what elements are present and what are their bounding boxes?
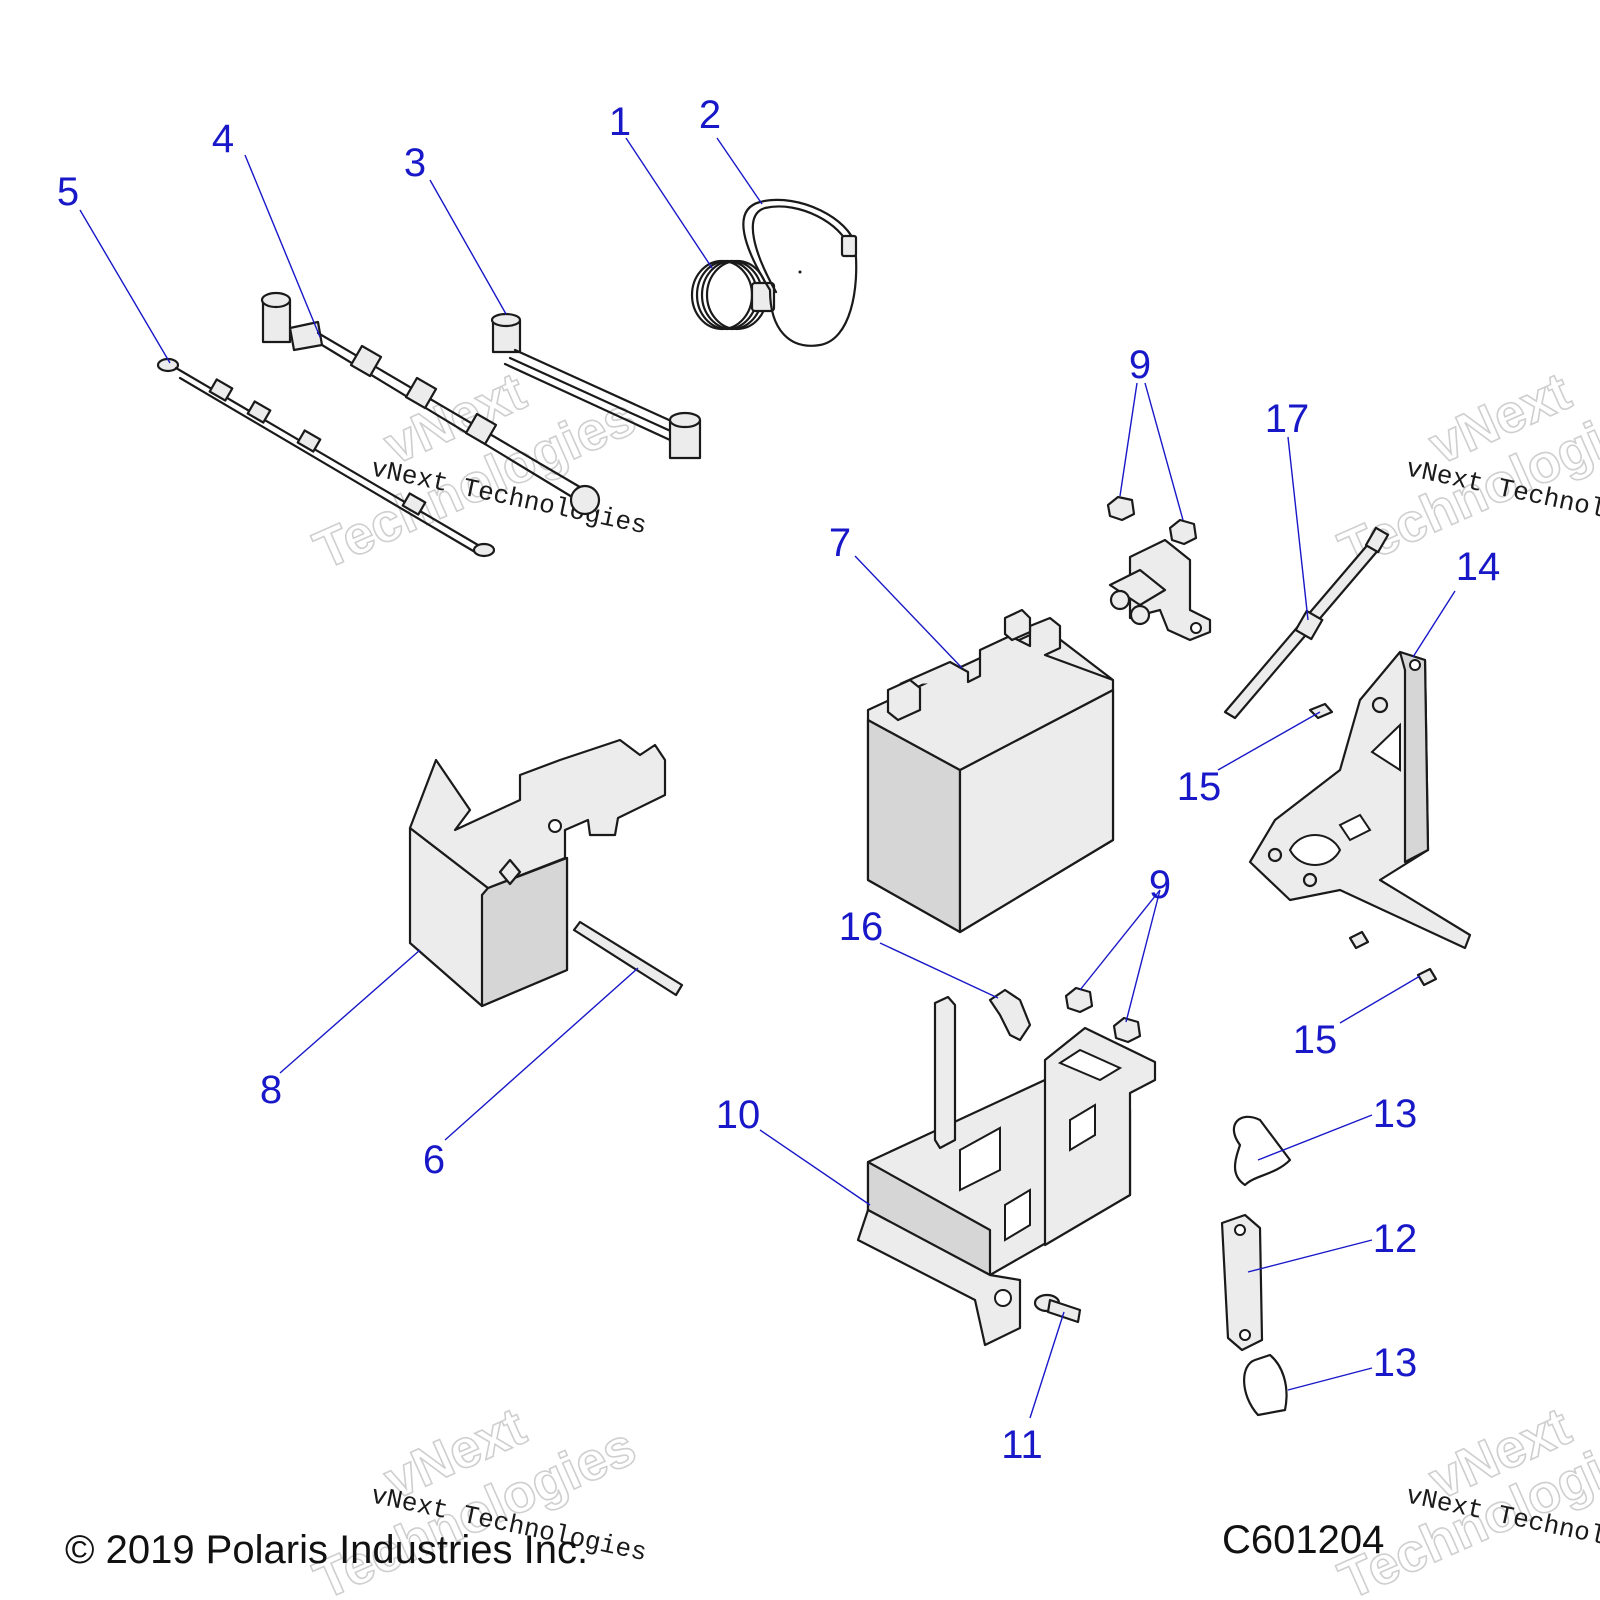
part-9-nuts-lower [1064,986,1142,1044]
part-10-battery-tray [856,995,1157,1347]
diagram-code: C601204 [1222,1518,1384,1562]
callout-labels: 1 2 3 4 5 7 9 17 14 15 9 16 15 8 6 10 13… [57,93,1500,1467]
callout-2: 2 [699,93,721,137]
part-1-cable-tie-bundle [690,259,776,331]
part-14-battery-bracket [1248,650,1472,950]
callout-15-lower: 15 [1293,1018,1338,1062]
part-7-battery [866,608,1115,934]
callout-13-lower: 13 [1373,1341,1418,1385]
part-13-d-ring-upper [1232,1115,1292,1187]
callout-4: 4 [212,117,234,161]
watermark-bottom-right: vNext Technologies vNext Technologies [1330,1396,1600,1600]
callout-9-upper: 9 [1129,343,1151,387]
callout-15-upper: 15 [1177,765,1222,809]
part-6-foam-strip [572,920,684,997]
callout-12: 12 [1373,1217,1418,1261]
part-9-nuts-upper [1106,495,1198,546]
copyright-notice: © 2019 Polaris Industries Inc. [65,1528,588,1572]
part-2-cable-tie-loop [742,198,858,347]
part-15-bolts [1308,702,1438,987]
part-11-bolt [1033,1293,1082,1324]
part-4-battery-cable-positive [260,291,601,516]
callout-13-upper: 13 [1373,1092,1418,1136]
callout-3: 3 [404,141,426,185]
callout-1: 1 [609,100,631,144]
leader-lines [79,137,1456,1419]
part-3-battery-cable-short [490,312,702,460]
callout-10: 10 [716,1093,761,1137]
part-17-cable-tie-strap [1223,526,1390,720]
callout-14: 14 [1456,545,1501,589]
callout-9-lower: 9 [1149,863,1171,907]
callout-17: 17 [1265,397,1310,441]
callout-6: 6 [423,1138,445,1182]
callout-16: 16 [839,905,884,949]
callout-7: 7 [829,521,851,565]
part-8-battery-cover [408,738,667,1008]
callout-11: 11 [1001,1423,1043,1467]
callout-5: 5 [57,170,79,214]
part-16-clip [988,988,1032,1042]
part-13-d-ring-lower [1243,1353,1288,1417]
solenoid-relay [1108,538,1212,642]
callout-8: 8 [260,1068,282,1112]
part-12-hold-down-strap [1220,1213,1264,1352]
